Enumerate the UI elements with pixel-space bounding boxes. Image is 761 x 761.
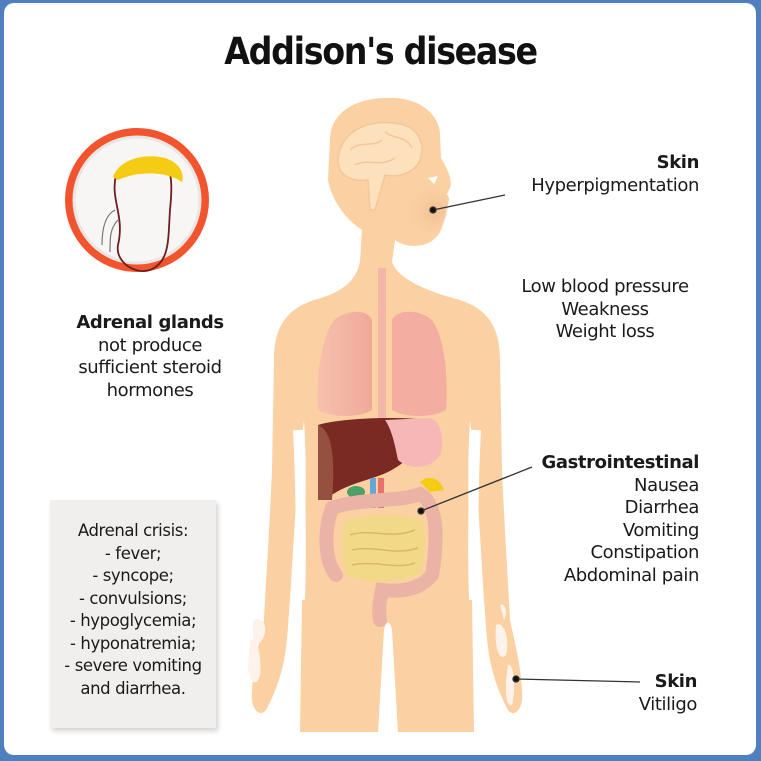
crisis-heading: Adrenal crisis: <box>77 521 189 540</box>
crisis-item: - hypoglycemia; <box>69 611 197 630</box>
gastro-line: Nausea <box>634 474 699 496</box>
esophagus <box>378 268 386 448</box>
right-lung <box>392 311 447 416</box>
skin-face-heading: Skin <box>656 152 700 173</box>
gastro-line: Vomiting <box>622 519 700 541</box>
skin-hand-symptom: Vitiligo <box>638 693 698 715</box>
crisis-item: - convulsions; <box>79 588 187 608</box>
crisis-item: - hyponatremia; <box>70 633 196 653</box>
skin-hand-heading: Skin <box>654 671 698 692</box>
adrenal-crisis-box: Adrenal crisis: - fever; - syncope; - co… <box>50 500 216 728</box>
gastro-label: Gastrointestinal Nausea Diarrhea Vomitin… <box>480 452 700 587</box>
small-intestine <box>341 515 426 582</box>
general-line: Weight loss <box>555 321 655 342</box>
vitiligo-patches <box>248 604 515 706</box>
crisis-item: - syncope; <box>92 566 174 585</box>
adrenal-line: sufficient steroid <box>78 357 222 378</box>
adrenal-heading: Adrenal glands <box>76 312 224 333</box>
skin-face-symptom: Hyperpigmentation <box>531 174 699 196</box>
adrenal-gland-icon <box>65 128 209 272</box>
skin-face-label: Skin Hyperpigmentation <box>480 152 699 197</box>
colon <box>325 486 443 627</box>
adrenal-line: hormones <box>106 379 194 401</box>
gastro-heading: Gastrointestinal <box>541 452 700 473</box>
gastro-line: Constipation <box>590 542 699 563</box>
left-lung <box>317 311 372 416</box>
crisis-item: - fever; <box>104 543 162 563</box>
stomach <box>385 418 443 467</box>
crisis-item: and diarrhea. <box>80 678 186 698</box>
adrenal-line: not produce <box>97 334 203 356</box>
gastro-line: Diarrhea <box>624 497 700 518</box>
page-title: Addison's disease <box>224 30 538 73</box>
crisis-item: - severe vomiting <box>64 656 202 675</box>
gastro-line: Abdominal pain <box>563 564 700 586</box>
general-line: Weakness <box>561 298 649 320</box>
general-symptoms: Low blood pressure Weakness Weight loss <box>500 276 710 344</box>
adrenal-label: Adrenal glands not produce sufficient st… <box>50 312 250 402</box>
callout-lines <box>417 194 641 683</box>
skin-hand-label: Skin Vitiligo <box>560 671 698 716</box>
general-line: Low blood pressure <box>521 276 689 297</box>
